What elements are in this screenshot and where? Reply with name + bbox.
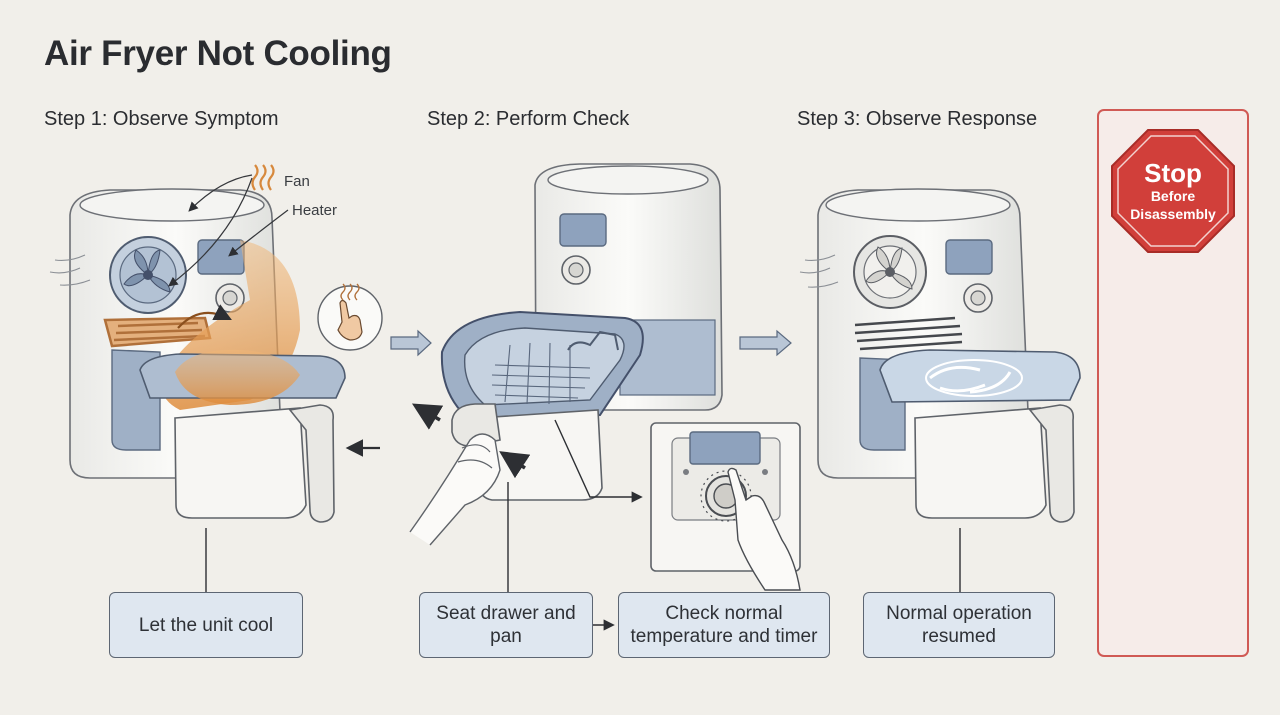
stop-sub-text: Before Disassembly: [1130, 188, 1216, 222]
box-seat-drawer: Seat drawer and pan: [419, 592, 593, 658]
box-normal-operation: Normal operation resumed: [863, 592, 1055, 658]
airflow-swirl-icon: [929, 365, 1012, 394]
fryer-3: [799, 188, 1081, 523]
page-title: Air Fryer Not Cooling: [44, 34, 392, 73]
handle-3: [1028, 404, 1075, 523]
fryer-1: [49, 164, 383, 523]
control-panel-inset: [650, 422, 801, 591]
heater-label: Heater: [292, 202, 337, 219]
fryer-2: [409, 163, 723, 546]
step-1-heading: Step 1: Observe Symptom: [44, 108, 279, 130]
finger-press-icon: [727, 467, 801, 591]
hand-grip: [409, 433, 501, 546]
stop-sign-text: Stop Before Disassembly: [1112, 130, 1234, 252]
display-2: [559, 213, 607, 247]
stop-main-text: Stop: [1144, 158, 1202, 188]
display-3: [945, 239, 993, 275]
box-let-unit-cool: Let the unit cool: [109, 592, 303, 658]
box-check-temperature: Check normal temperature and timer: [618, 592, 830, 658]
step-3-heading: Step 3: Observe Response: [797, 108, 1038, 130]
heat-waves-icon: [251, 164, 275, 191]
stop-sign-icon: [1111, 129, 1235, 253]
display-1: [197, 239, 245, 275]
connectors: [205, 482, 961, 631]
heater-grill-3: [854, 316, 963, 351]
step-arrow-2: [739, 329, 792, 357]
handle-1: [288, 404, 335, 523]
step-arrow-1: [390, 329, 432, 357]
fan-label: Fan: [284, 173, 310, 190]
step-2-heading: Step 2: Perform Check: [427, 108, 630, 130]
